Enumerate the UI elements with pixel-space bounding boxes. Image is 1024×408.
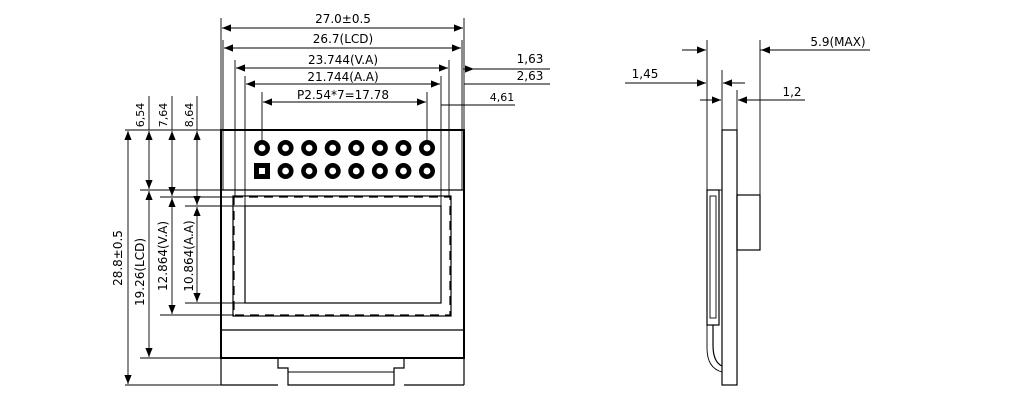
dim-top-3: 8,64 <box>183 103 196 128</box>
pin-hole <box>352 144 360 152</box>
dim-max-thickness: 5.9(MAX) <box>810 35 865 49</box>
pin-hole <box>305 144 313 152</box>
pin-hole <box>423 144 431 152</box>
pin-hole <box>259 168 265 174</box>
side-header <box>736 194 761 251</box>
pin-hole <box>282 167 289 175</box>
side-flex-cable <box>712 325 723 367</box>
dim-lcd-width: 26.7(LCD) <box>313 32 373 46</box>
pin-hole <box>329 144 337 152</box>
side-view: 5.9(MAX) 1,45 1,2 <box>625 35 870 386</box>
viewing-area <box>233 196 451 316</box>
dim-right-1: 1,63 <box>517 52 544 66</box>
dim-va-height: 12.864(V.A) <box>156 221 170 291</box>
pin-hole <box>282 144 289 152</box>
dim-left-gap: 1,45 <box>632 67 659 81</box>
pin-hole <box>305 167 313 175</box>
dim-overall-width: 27.0±0.5 <box>315 12 371 26</box>
front-view: 27.0±0.5 26.7(LCD) 23.744(V.A) 21.744(A.… <box>111 12 550 386</box>
pin-header <box>254 140 435 179</box>
dim-overall-height: 28.8±0.5 <box>111 230 125 286</box>
dim-top-1: 6,54 <box>134 103 147 128</box>
dim-right-3: 4,61 <box>490 91 515 104</box>
dim-pitch: P2.54*7=17.78 <box>297 88 389 102</box>
active-area <box>244 205 442 304</box>
side-pcb <box>721 129 738 386</box>
dim-board: 1,2 <box>782 85 801 99</box>
pin-hole <box>258 144 266 152</box>
dim-aa-height: 10.864(A.A) <box>182 220 196 291</box>
pin-hole <box>400 167 407 175</box>
dim-aa-width: 21.744(A.A) <box>307 70 378 84</box>
bottom-connector <box>277 358 405 386</box>
dim-right-2: 2,63 <box>517 69 544 83</box>
lcd-outline <box>232 195 452 317</box>
module-outline <box>220 129 465 359</box>
dim-va-width: 23.744(V.A) <box>308 53 378 67</box>
dim-top-2: 7,64 <box>157 103 170 128</box>
pin-hole <box>400 144 407 152</box>
dim-lcd-height: 19.26(LCD) <box>133 238 147 306</box>
pin-hole <box>329 167 337 175</box>
pin-hole <box>376 167 384 175</box>
pin-hole <box>352 167 360 175</box>
pin-hole <box>376 144 384 152</box>
pin-hole <box>423 167 431 175</box>
side-glass <box>706 189 720 326</box>
